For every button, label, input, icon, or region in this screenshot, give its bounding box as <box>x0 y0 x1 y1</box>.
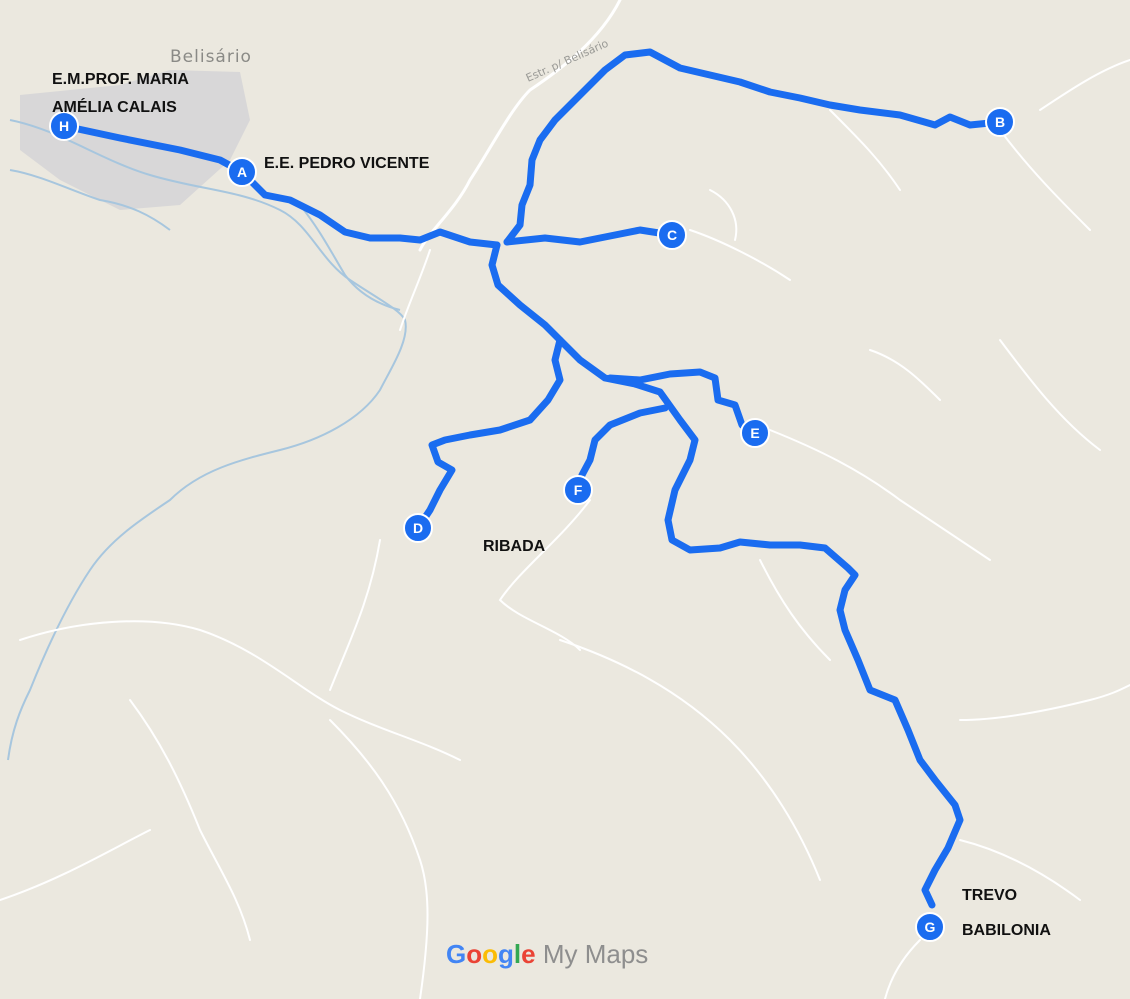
marker-f-letter: F <box>574 482 583 498</box>
river-west <box>9 169 171 231</box>
road <box>884 939 921 999</box>
route-to-b <box>503 48 1004 246</box>
road <box>959 684 1130 721</box>
road <box>769 429 991 561</box>
google-my-maps-logo: Google My Maps <box>446 939 648 969</box>
brand-letter: l <box>514 939 521 969</box>
place-label-belisario: Belisário <box>170 47 252 67</box>
road <box>999 339 1101 451</box>
brand-letter: e <box>521 939 535 969</box>
route-to-c <box>503 226 676 246</box>
road <box>0 829 151 901</box>
road <box>959 839 1081 901</box>
road <box>329 539 381 691</box>
road <box>418 0 622 252</box>
route-to-f <box>574 404 669 494</box>
river-branch <box>299 204 401 311</box>
river-layer <box>7 119 407 761</box>
marker-e[interactable]: E <box>740 418 770 448</box>
annotation-h-line1: E.M.PROF. MARIA <box>52 71 189 88</box>
river-main <box>7 119 407 761</box>
marker-f[interactable]: F <box>563 475 593 505</box>
marker-a[interactable]: A <box>227 157 257 187</box>
road <box>829 109 901 191</box>
markers-layer: H A B C D E F <box>49 107 1015 942</box>
road <box>709 189 738 241</box>
marker-g-letter: G <box>925 919 936 935</box>
annotation-g-line2: BABILONIA <box>962 922 1051 939</box>
brand-letter: g <box>498 939 514 969</box>
route-layer <box>60 48 1004 909</box>
marker-d-letter: D <box>413 520 423 536</box>
marker-b-letter: B <box>995 114 1005 130</box>
road <box>559 639 821 881</box>
brand-letter: o <box>482 939 498 969</box>
route-to-g <box>488 241 964 909</box>
road <box>329 719 429 999</box>
route-h-to-junction <box>60 122 501 249</box>
annotation-ribada: RIBADA <box>483 538 546 555</box>
road <box>498 499 591 651</box>
road <box>759 559 831 661</box>
road <box>689 229 791 281</box>
route-to-e <box>606 368 759 437</box>
marker-c[interactable]: C <box>657 220 687 250</box>
marker-d[interactable]: D <box>403 513 433 543</box>
road <box>129 699 251 941</box>
marker-b[interactable]: B <box>985 107 1015 137</box>
route-to-d <box>414 336 564 532</box>
marker-g[interactable]: G <box>915 912 945 942</box>
marker-e-letter: E <box>750 425 759 441</box>
road <box>399 249 431 331</box>
road <box>1039 59 1130 111</box>
road <box>869 349 941 401</box>
marker-h[interactable]: H <box>49 111 79 141</box>
annotation-a: E.E. PEDRO VICENTE <box>264 155 430 172</box>
annotation-g-line1: TREVO <box>962 887 1017 904</box>
road <box>999 129 1091 231</box>
annotation-h-line2: AMÉLIA CALAIS <box>52 97 177 116</box>
brand-letter: o <box>466 939 482 969</box>
marker-c-letter: C <box>667 227 677 243</box>
brand-letter: G <box>446 939 466 969</box>
road <box>19 620 461 761</box>
marker-h-letter: H <box>59 118 69 134</box>
marker-a-letter: A <box>237 164 247 180</box>
brand-suffix: My Maps <box>536 939 649 969</box>
